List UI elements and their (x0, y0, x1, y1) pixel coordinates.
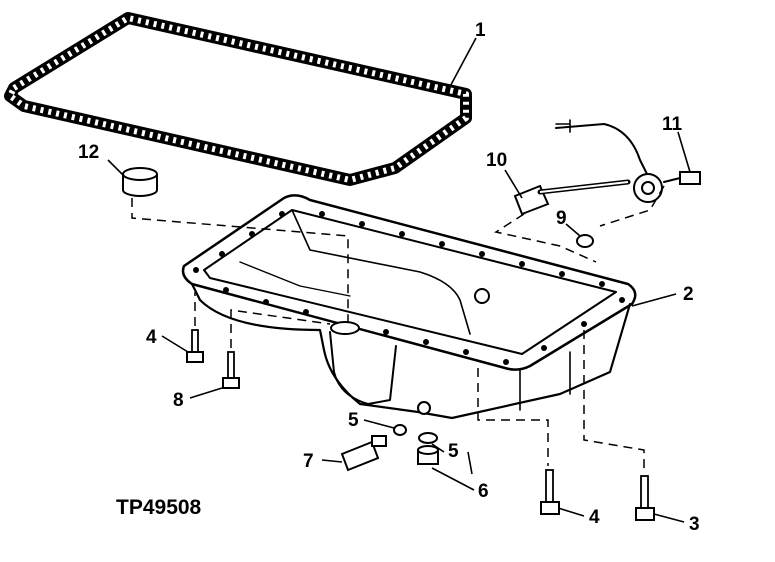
part-11-cap-screw (663, 171, 701, 185)
callout-10: 10 (486, 150, 507, 171)
callout-11: 11 (662, 114, 683, 135)
leader-lines (107, 37, 691, 523)
part-5-washer-upper (393, 424, 407, 436)
part-4-cap-screw-left (186, 329, 204, 363)
callout-5-lower: 5 (448, 441, 459, 462)
part-3-cap-screw (635, 475, 655, 521)
part-2-oil-pan (181, 194, 637, 420)
part-10-oil-level-sensor (513, 119, 663, 216)
callout-1: 1 (475, 20, 486, 41)
part-8-dashed-guide (230, 309, 331, 348)
callout-5-upper: 5 (348, 410, 359, 431)
part-1-oil-pan-gasket (4, 12, 472, 186)
part-4-cap-screw-right (540, 469, 560, 515)
callout-4-left: 4 (146, 327, 157, 348)
callout-3: 3 (689, 514, 700, 535)
callout-4-right: 4 (589, 507, 600, 528)
callout-2: 2 (683, 284, 694, 305)
part-10-dashed-guide (494, 213, 597, 263)
callout-8: 8 (173, 390, 184, 411)
part-3-dashed-guide (583, 330, 645, 472)
part-6-drain-plug (417, 445, 439, 465)
part-7-fitting (340, 435, 387, 472)
part-12-plug (122, 167, 158, 197)
callout-6: 6 (478, 481, 489, 502)
part-9-o-ring (576, 234, 594, 248)
part-11-dashed-guide (599, 185, 665, 227)
part-5-washer-lower (418, 432, 438, 444)
callout-12: 12 (78, 142, 99, 163)
part-4-right-dashed-guide (477, 368, 549, 466)
callout-9: 9 (556, 208, 567, 229)
figure-reference-code: TP49508 (116, 496, 202, 519)
part-8-stud (222, 351, 240, 389)
callout-7: 7 (303, 451, 314, 472)
